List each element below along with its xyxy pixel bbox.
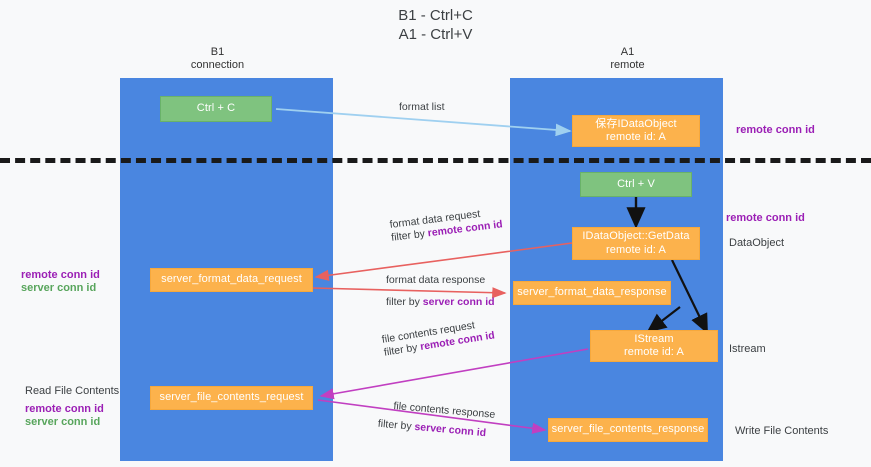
node-ctrl-c-label: Ctrl + C — [196, 102, 236, 115]
node-istream[interactable]: IStream remote id: A — [590, 330, 718, 362]
node-server-format-data-request[interactable]: server_format_data_request — [150, 268, 313, 292]
node-server-file-contents-request-label: server_file_contents_request — [159, 391, 304, 404]
node-save-idataobject-subtitle: remote id: A — [606, 131, 666, 143]
node-save-idataobject-title: 保存IDataObject — [595, 117, 677, 130]
node-getdata[interactable]: IDataObject::GetData remote id: A — [572, 227, 700, 260]
anno-left-server-conn-id-2: server conn id — [25, 416, 101, 428]
node-server-file-contents-response[interactable]: server_file_contents_response — [548, 418, 708, 442]
anno-left-remote-conn-id-1: remote conn id — [21, 269, 100, 281]
edge-label-format-data-response-line1: format data response — [386, 274, 486, 286]
fcresp-prefix: filter by — [377, 417, 416, 433]
lane-header-b1-sub: connection — [190, 59, 245, 71]
page-title: B1 - Ctrl+C A1 - Ctrl+V — [0, 6, 871, 44]
lane-header-b1: B1 connection — [150, 46, 285, 72]
anno-dataobject: DataObject — [729, 237, 785, 249]
node-server-format-data-request-label: server_format_data_request — [161, 273, 302, 286]
node-server-format-data-response[interactable]: server_format_data_response — [513, 281, 671, 305]
fdresp-key: server conn id — [422, 296, 495, 308]
node-ctrl-c[interactable]: Ctrl + C — [160, 96, 272, 122]
anno-left-server-conn-id-1: server conn id — [21, 282, 97, 294]
node-getdata-subtitle: remote id: A — [606, 243, 666, 256]
anno-write-file-contents: Write File Contents — [735, 425, 829, 437]
node-getdata-title: IDataObject::GetData — [582, 230, 690, 242]
title-line-1: B1 - Ctrl+C — [398, 7, 473, 24]
node-ctrl-v[interactable]: Ctrl + V — [580, 172, 692, 197]
node-server-file-contents-request[interactable]: server_file_contents_request — [150, 386, 313, 410]
node-istream-subtitle: remote id: A — [624, 346, 684, 358]
edge-label-format-data-request: format data request filter by remote con… — [389, 205, 503, 244]
anno-istream: Istream — [729, 343, 766, 355]
lane-header-a1-name: A1 — [620, 46, 635, 58]
anno-right-remote-conn-id-1: remote conn id — [736, 124, 815, 136]
edge-label-file-contents-response-line2: filter by server conn id — [377, 418, 494, 441]
edge-label-format-data-response-line2: filter by server conn id — [386, 296, 495, 309]
anno-left-remote-conn-id-2: remote conn id — [25, 403, 104, 415]
edge-label-file-contents-response: file contents response filter by server … — [377, 400, 496, 441]
edge-label-format-data-response: format data response filter by server co… — [386, 274, 495, 309]
lane-header-a1: A1 remote — [545, 46, 710, 72]
lane-header-a1-sub: remote — [610, 59, 645, 71]
phase-divider — [0, 158, 871, 163]
anno-read-file-contents: Read File Contents — [25, 385, 120, 397]
node-istream-title: IStream — [634, 332, 674, 345]
lane-header-b1-name: B1 — [210, 46, 225, 58]
fcresp-key: server conn id — [413, 420, 487, 440]
anno-right-remote-conn-id-2: remote conn id — [726, 212, 805, 224]
edge-label-format-list: format list — [399, 101, 445, 113]
fdresp-prefix: filter by — [386, 296, 423, 308]
edge-label-file-contents-request: file contents request filter by remote c… — [381, 316, 496, 359]
node-save-idataobject[interactable]: 保存IDataObject remote id: A — [572, 115, 700, 147]
edge-label-file-contents-response-line1: file contents response — [392, 400, 496, 421]
node-ctrl-v-label: Ctrl + V — [617, 177, 655, 190]
node-server-file-contents-response-label: server_file_contents_response — [551, 423, 705, 436]
node-server-format-data-response-label: server_format_data_response — [517, 286, 667, 299]
title-line-2: A1 - Ctrl+V — [398, 26, 473, 43]
